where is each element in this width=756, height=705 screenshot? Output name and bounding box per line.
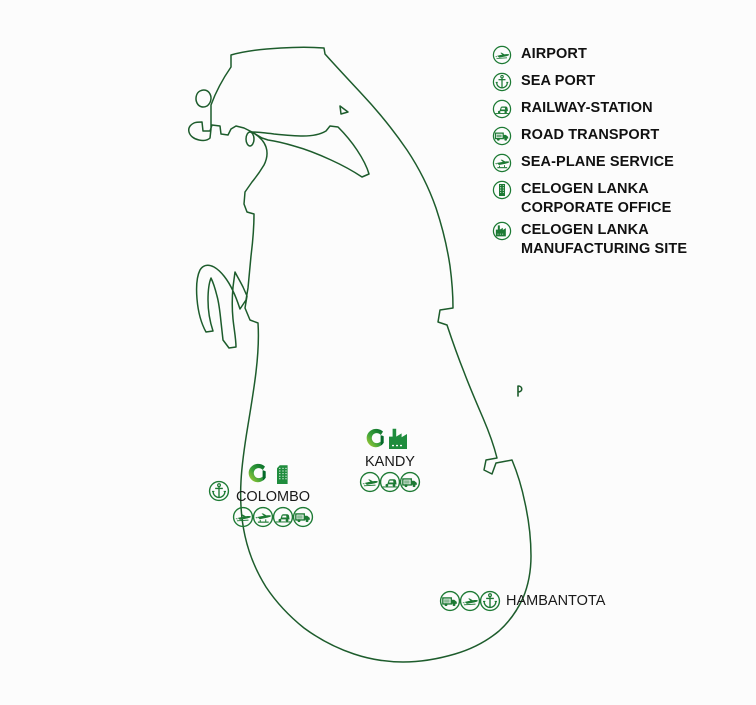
road-transport-icon[interactable]: [399, 471, 421, 493]
legend-label-manufacturing-site: CELOGEN LANKA MANUFACTURING SITE: [521, 222, 688, 257]
legend: AIRPORT SEA PORT RAI: [492, 44, 750, 261]
corporate-office-icon: [492, 180, 512, 200]
airport-icon[interactable]: [459, 590, 481, 612]
city-label-hambantota: HAMBANTOTA: [506, 592, 606, 609]
legend-label-sea-plane-service: SEA-PLANE SERVICE: [521, 154, 674, 170]
delft-island: [195, 89, 212, 108]
colombo-corporate-office-logo: [218, 459, 328, 489]
sea-plane-service-icon[interactable]: [252, 506, 274, 528]
east-coast-notch: [339, 105, 349, 115]
sea-port-icon[interactable]: [479, 590, 501, 612]
island-coastline: [188, 46, 532, 663]
east-coast-lagoon-mark: [517, 385, 523, 397]
legend-item-corporate-office: CELOGEN LANKA CORPORATE OFFICE: [492, 179, 750, 218]
colombo-sea-port-icon[interactable]: [208, 480, 230, 502]
city-label-kandy: KANDY: [365, 454, 415, 470]
legend-item-manufacturing-site: CELOGEN LANKA MANUFACTURING SITE: [492, 220, 750, 259]
road-transport-icon: [492, 126, 512, 146]
railway-station-icon[interactable]: [272, 506, 294, 528]
legend-item-sea-port: SEA PORT: [492, 71, 750, 96]
legend-item-railway-station: RAILWAY-STATION: [492, 98, 750, 123]
railway-station-icon: [492, 99, 512, 119]
airport-icon[interactable]: [232, 506, 254, 528]
hambantota-facility-icons: [439, 590, 501, 612]
city-marker-colombo[interactable]: COLOMBO: [218, 459, 328, 528]
legend-item-road-transport: ROAD TRANSPORT: [492, 125, 750, 150]
legend-label-railway-station: RAILWAY-STATION: [521, 100, 653, 116]
sea-plane-service-icon: [492, 153, 512, 173]
kandy-facility-icons: [340, 471, 440, 493]
legend-label-road-transport: ROAD TRANSPORT: [521, 127, 660, 143]
celogen-manufacturing-logo: [366, 428, 407, 449]
colombo-facility-icons: [218, 506, 328, 528]
kandy-manufacturing-site-logo: [340, 424, 440, 454]
legend-item-airport: AIRPORT: [492, 44, 750, 69]
jaffna-lagoon-detail: [251, 125, 370, 178]
city-label-colombo: COLOMBO: [235, 489, 311, 505]
legend-label-airport: AIRPORT: [521, 46, 587, 62]
manufacturing-site-icon: [492, 221, 512, 241]
legend-item-sea-plane-service: SEA-PLANE SERVICE: [492, 152, 750, 177]
legend-label-corporate-office: CELOGEN LANKA CORPORATE OFFICE: [521, 181, 672, 216]
sea-port-icon: [492, 72, 512, 92]
road-transport-icon[interactable]: [439, 590, 461, 612]
city-marker-kandy[interactable]: KANDY: [340, 424, 440, 493]
small-island-detail: [245, 131, 255, 147]
legend-label-sea-port: SEA PORT: [521, 73, 596, 89]
railway-station-icon[interactable]: [379, 471, 401, 493]
celogen-corporate-logo: [248, 463, 288, 484]
airport-icon: [492, 45, 512, 65]
airport-icon[interactable]: [359, 471, 381, 493]
city-marker-hambantota[interactable]: HAMBANTOTA: [439, 590, 606, 612]
road-transport-icon[interactable]: [292, 506, 314, 528]
